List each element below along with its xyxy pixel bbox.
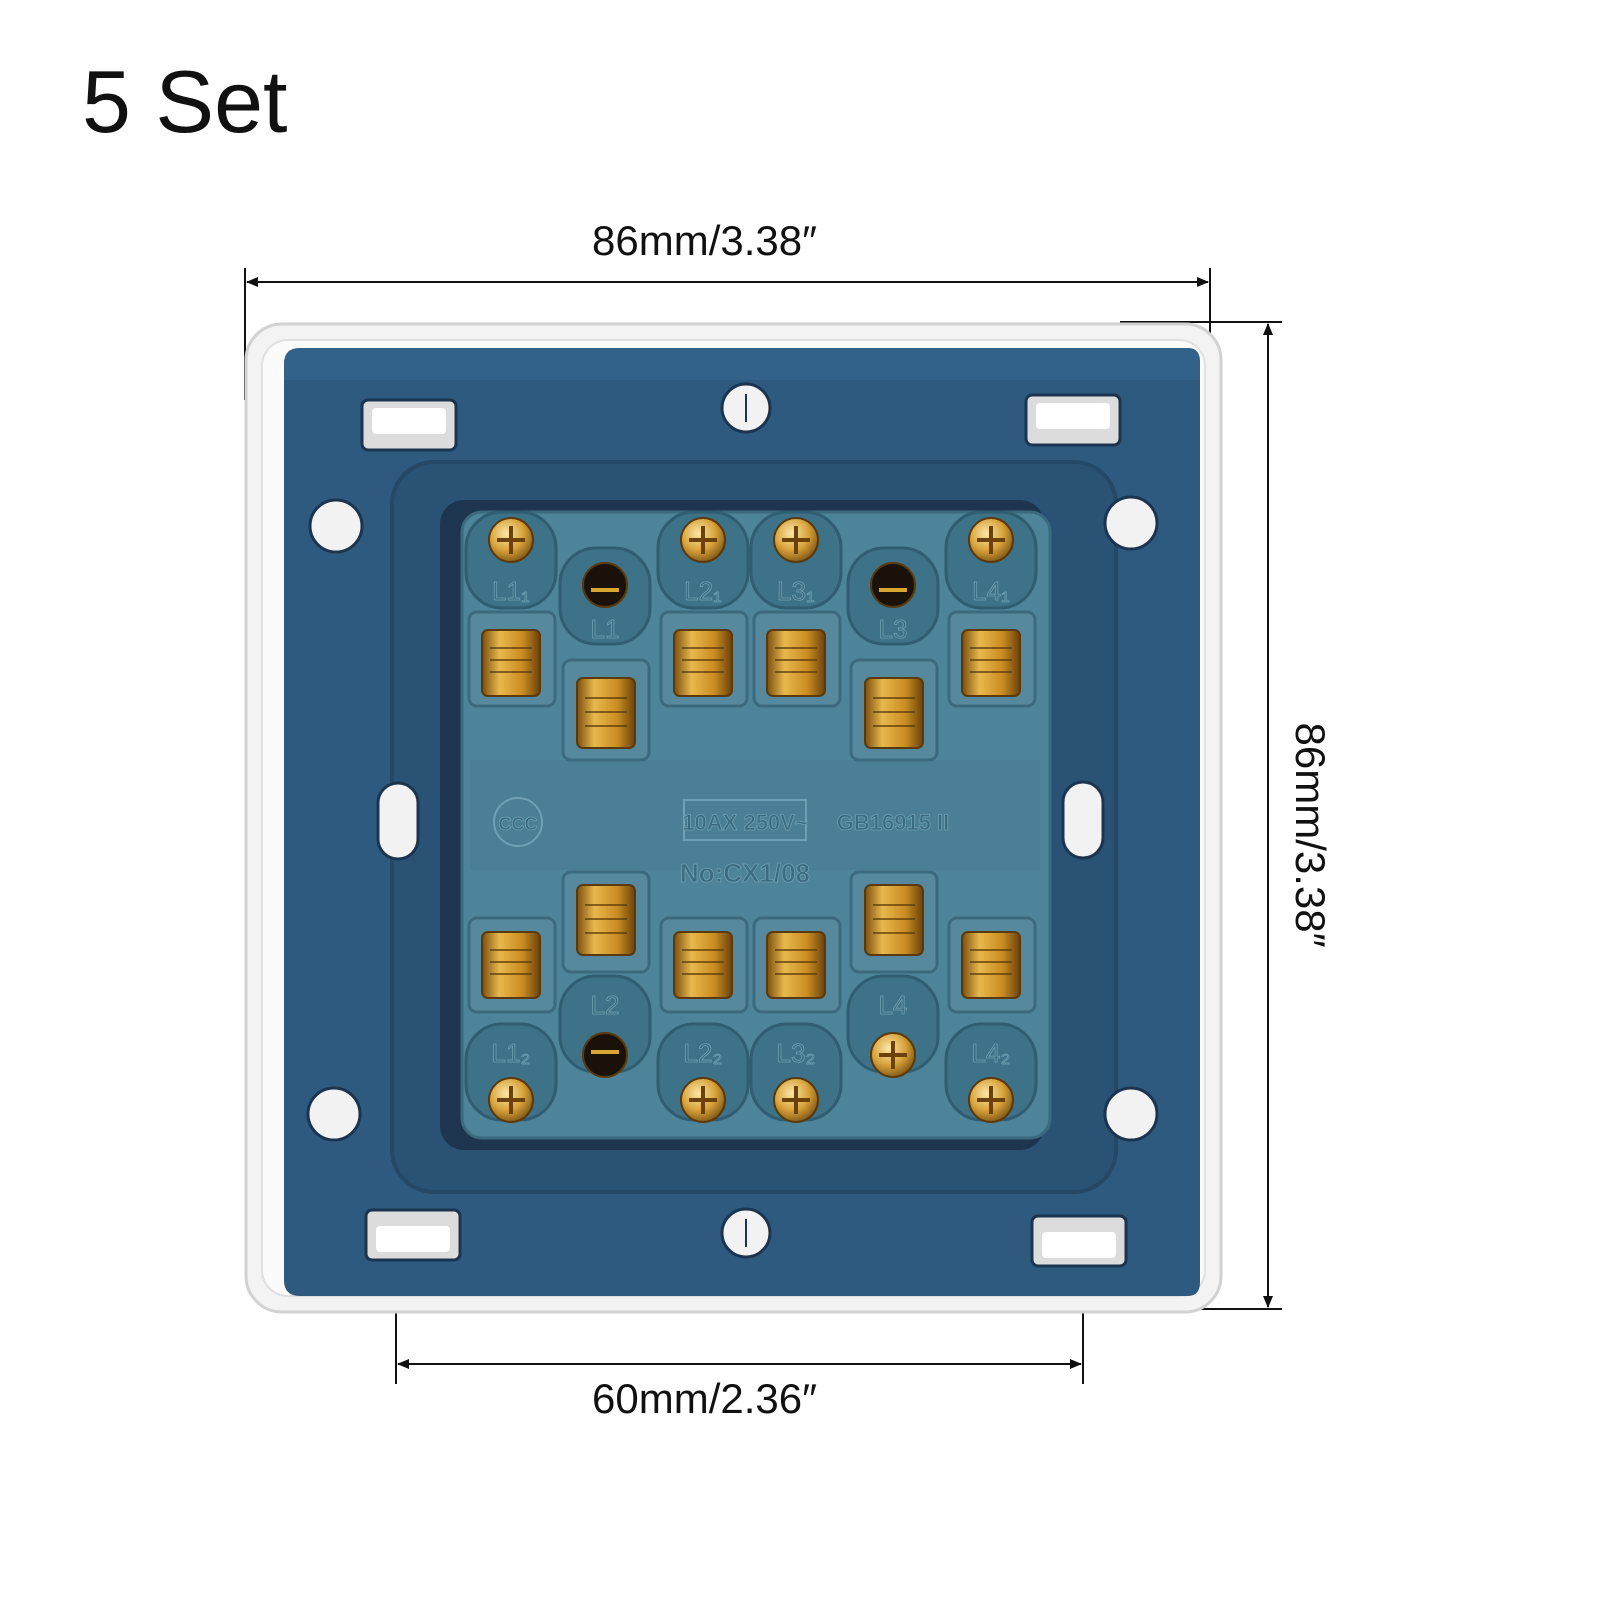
terminal-label-l3-2: L3₂ [776,1038,815,1068]
mounting-holes [306,382,1159,1259]
module-width-dimension-label: 60mm/2.36″ [592,1375,817,1422]
page-title: 5 Set [82,52,288,151]
terminal-label-l4: L4 [879,990,908,1020]
terminal-label-l2-2: L2₂ [683,1038,722,1068]
corner-clips [360,393,1128,1268]
embossed-markings: CCC 10AX 250V~ GB16915 II No:CX1/08 [493,797,950,888]
terminal-label-l2: L2 [591,990,620,1020]
brass-screws [488,517,1014,1123]
terminal-label-l1-1: L1₁ [492,576,530,606]
model-marking: No:CX1/08 [680,858,810,888]
terminal-label-l3-1: L3₁ [777,576,815,606]
width-dimension-label: 86mm/3.38″ [592,217,817,264]
standard-marking: GB16915 II [837,810,950,835]
ccc-mark: CCC [499,814,538,834]
rating-marking: 10AX 250V~ [682,810,808,835]
terminal-label-l2-1: L2₁ [684,576,722,606]
terminal-label-l1: L1 [591,614,620,644]
terminal-label-l4-1: L4₁ [972,576,1010,606]
terminal-label-l1-2: L1₂ [491,1038,530,1068]
terminal-label-l4-2: L4₂ [971,1038,1010,1068]
terminal-label-l3: L3 [879,614,908,644]
